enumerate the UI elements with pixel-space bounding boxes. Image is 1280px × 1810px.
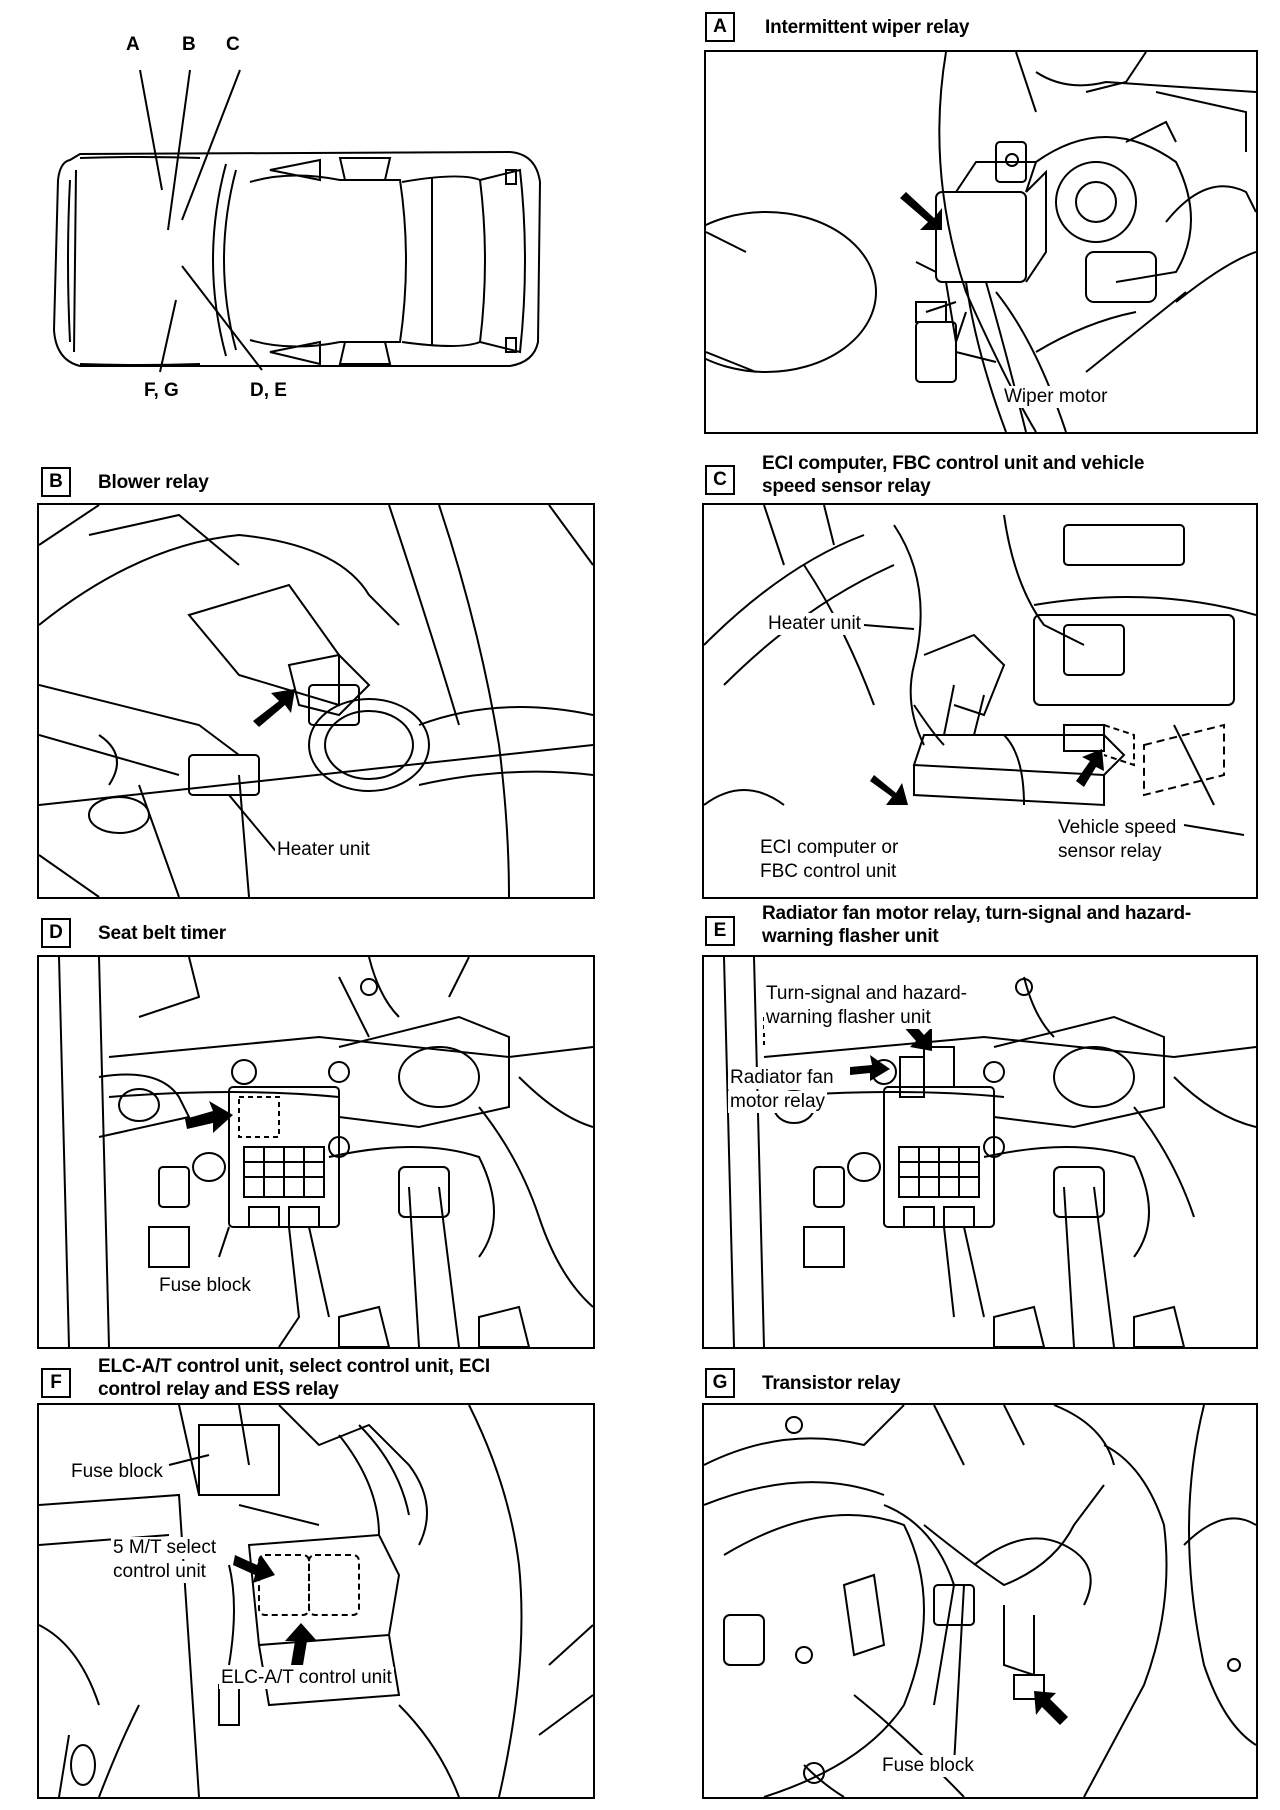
panel-a-illustration: Wiper motor: [704, 50, 1258, 434]
panel-f-label-select-unit-line-1: 5 M/T select: [111, 1537, 219, 1559]
panel-g-letter: G: [705, 1368, 735, 1398]
panel-e-title-line-1: Radiator fan motor relay, turn-signal an…: [762, 903, 1192, 924]
panel-e-label-flasher-line-2: warning flasher unit: [764, 1007, 933, 1029]
panel-c-illustration: Heater unit ECI computer or FBC control …: [702, 503, 1258, 899]
panel-e-letter: E: [705, 916, 735, 946]
panel-f-title: ELC-A/T control unit, select control uni…: [98, 1355, 490, 1401]
panel-c-label-speed-sensor-line-1: Vehicle speed: [1056, 817, 1179, 839]
panel-c-label-eci-computer-line-1: ECI computer or: [758, 837, 901, 859]
panel-f-label-fuse-block: Fuse block: [69, 1461, 165, 1483]
panel-e-title-line-2: warning flasher unit: [762, 926, 939, 947]
transistor-relay-drawing: [704, 1405, 1256, 1797]
panel-f-label-elc-at-control-unit: ELC-A/T control unit: [219, 1667, 394, 1689]
panel-b-label-heater-unit: Heater unit: [275, 839, 372, 861]
panel-e-title: Radiator fan motor relay, turn-signal an…: [762, 902, 1191, 948]
panel-a-label-wiper-motor: Wiper motor: [1002, 386, 1110, 408]
panel-g-label-fuse-block: Fuse block: [880, 1755, 976, 1777]
panel-a-title: Intermittent wiper relay: [765, 17, 970, 38]
panel-g-illustration: Fuse block: [702, 1403, 1258, 1799]
panel-c-label-heater-unit: Heater unit: [766, 613, 863, 635]
panel-f-letter: F: [41, 1368, 71, 1398]
panel-g-title: Transistor relay: [762, 1373, 901, 1394]
car-label-c: C: [226, 34, 240, 55]
seat-belt-timer-drawing: [39, 957, 593, 1347]
panel-f-title-line-2: control relay and ESS relay: [98, 1379, 339, 1400]
panel-e-label-flasher-line-1: Turn-signal and hazard-: [764, 983, 970, 1005]
car-overview: A B C F, G D, E: [40, 30, 600, 440]
blower-relay-drawing: [39, 505, 593, 897]
panel-c-title: ECI computer, FBC control unit and vehic…: [762, 452, 1144, 498]
car-label-fg: F, G: [144, 380, 179, 401]
car-label-a: A: [126, 34, 140, 55]
panel-b-letter: B: [41, 467, 71, 497]
panel-c-title-line-1: ECI computer, FBC control unit and vehic…: [762, 453, 1145, 474]
car-label-b: B: [182, 34, 196, 55]
panel-b-illustration: Heater unit: [37, 503, 595, 899]
wiper-relay-drawing: [706, 52, 1256, 432]
panel-c-label-speed-sensor-line-2: sensor relay: [1056, 841, 1164, 863]
panel-e-illustration: Turn-signal and hazard- warning flasher …: [702, 955, 1258, 1349]
panel-d-illustration: Fuse block: [37, 955, 595, 1349]
panel-d-letter: D: [41, 918, 71, 948]
panel-e-label-radiator-line-1: Radiator fan: [728, 1067, 836, 1089]
panel-d-title: Seat belt timer: [98, 923, 226, 944]
car-top-view-drawing: [40, 30, 600, 440]
panel-a-letter: A: [705, 12, 735, 42]
panel-b-title: Blower relay: [98, 472, 209, 493]
panel-f-title-line-1: ELC-A/T control unit, select control uni…: [98, 1356, 490, 1377]
car-label-de: D, E: [250, 380, 287, 401]
panel-e-label-radiator-line-2: motor relay: [728, 1091, 828, 1113]
panel-d-label-fuse-block: Fuse block: [157, 1275, 253, 1297]
panel-c-letter: C: [705, 465, 735, 495]
panel-c-label-eci-computer-line-2: FBC control unit: [758, 861, 899, 883]
panel-c-title-line-2: speed sensor relay: [762, 476, 931, 497]
panel-f-label-select-unit-line-2: control unit: [111, 1561, 208, 1583]
panel-f-illustration: Fuse block 5 M/T select control unit ELC…: [37, 1403, 595, 1799]
